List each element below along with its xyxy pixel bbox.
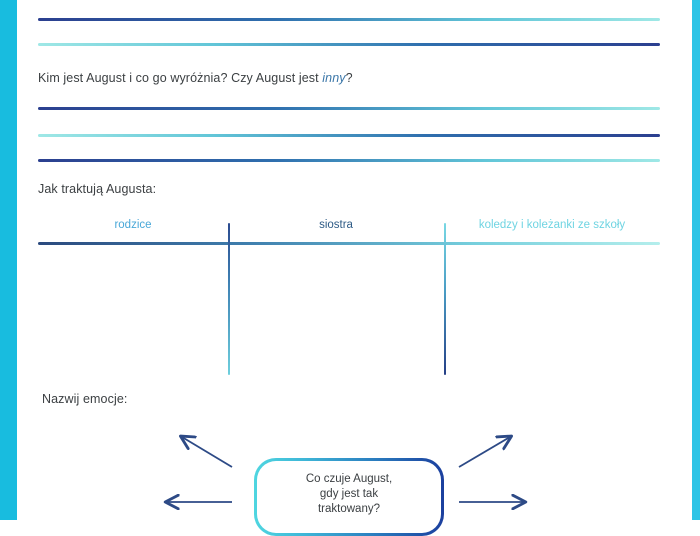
table-column-header-koledzy: koledzy i koleżanki ze szkoły bbox=[478, 219, 626, 231]
table-column-divider-2 bbox=[444, 223, 446, 375]
answer-line-1 bbox=[38, 107, 660, 110]
right-accent-band bbox=[692, 0, 700, 520]
arrow-up-left bbox=[182, 437, 233, 468]
question-text-before: Kim jest August i co go wyróżnia? Czy Au… bbox=[38, 71, 323, 85]
worksheet-sheet: Kim jest August i co go wyróżnia? Czy Au… bbox=[18, 0, 692, 536]
center-question-box-inner: Co czuje August, gdy jest tak traktowany… bbox=[257, 461, 441, 533]
question-text-after: ? bbox=[345, 71, 353, 85]
answer-line-top-1 bbox=[38, 18, 660, 21]
table-column-header-siostra: siostra bbox=[319, 219, 353, 231]
center-question-line-1: Co czuje August, bbox=[305, 473, 393, 485]
table-column-header-rodzice: rodzice bbox=[114, 219, 152, 231]
answer-line-3 bbox=[38, 159, 660, 162]
table-header-rule bbox=[38, 242, 660, 245]
answer-line-top-2 bbox=[38, 43, 660, 46]
left-accent-band bbox=[0, 0, 17, 520]
center-question-box: Co czuje August, gdy jest tak traktowany… bbox=[254, 458, 444, 536]
table-section-title: Jak traktują Augusta: bbox=[38, 182, 157, 196]
question-prompt: Kim jest August i co go wyróżnia? Czy Au… bbox=[38, 71, 353, 85]
table-column-divider-1 bbox=[228, 223, 230, 375]
answer-line-2 bbox=[38, 134, 660, 137]
emotions-arrows bbox=[36, 415, 700, 520]
table-header-row: rodzice siostra koledzy i koleżanki ze s… bbox=[38, 215, 660, 243]
center-question-line-2: gdy jest tak bbox=[319, 488, 379, 500]
emotions-diagram: Co czuje August, gdy jest tak traktowany… bbox=[36, 415, 700, 536]
center-question-text: Co czuje August, gdy jest tak traktowany… bbox=[306, 472, 392, 517]
question-emphasis: inny bbox=[322, 71, 346, 85]
emotions-section-title: Nazwij emocje: bbox=[42, 392, 128, 406]
arrow-up-right bbox=[458, 437, 510, 468]
center-question-line-3: traktowany? bbox=[317, 503, 380, 515]
treatment-table: rodzice siostra koledzy i koleżanki ze s… bbox=[38, 215, 660, 375]
